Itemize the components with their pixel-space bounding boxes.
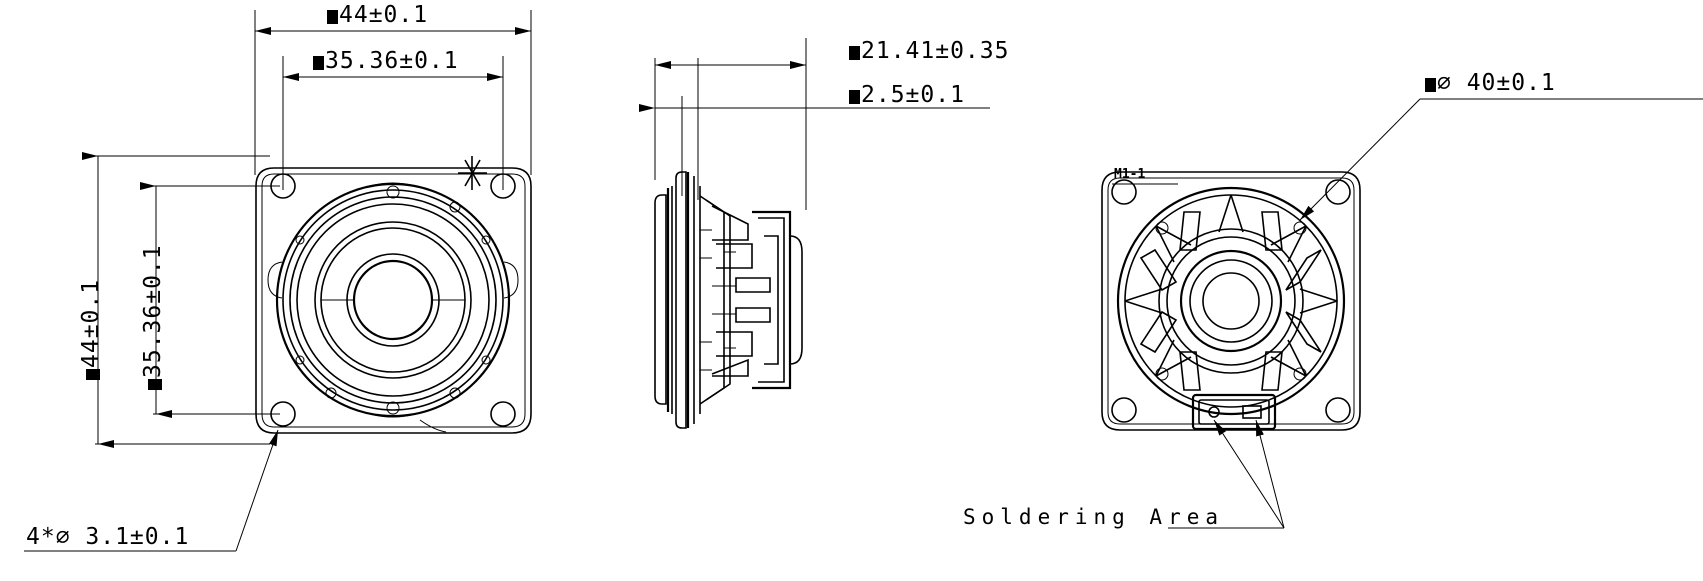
side-flange-body — [675, 171, 687, 429]
dim-side-flange-thickness: 2.5±0.1 — [849, 84, 965, 107]
front-frame-inner-outline — [261, 173, 526, 428]
basket-tab-left — [267, 261, 283, 299]
rear-pole-ring — [1189, 259, 1273, 343]
rear-magnet-ring — [1166, 236, 1296, 366]
dim-front-width-inner: 35.36±0.1 — [313, 50, 459, 73]
basket-dot-6 — [325, 387, 337, 399]
basket-screw-top — [386, 185, 400, 199]
rear-diameter-leader-angled — [1299, 98, 1421, 221]
solder-pad-2 — [1242, 405, 1262, 419]
front-basket-ring1 — [282, 189, 504, 411]
rear-spokes — [1124, 194, 1338, 377]
front-frame-outline — [255, 167, 532, 434]
rear-rib-blocks — [1139, 211, 1322, 391]
rear-basket-outer — [1116, 186, 1346, 416]
basket-dot-5 — [449, 201, 461, 213]
mount-hole-tl — [270, 173, 296, 199]
rear-vent-3 — [1155, 367, 1169, 381]
basket-screw-bottom — [386, 401, 400, 415]
basket-dot-1 — [295, 235, 305, 245]
rear-vent-1 — [1155, 221, 1169, 235]
rear-pole-piece — [1202, 272, 1260, 330]
rear-mount-hole-tr — [1325, 179, 1351, 205]
side-terminal-upper — [735, 277, 771, 293]
rear-frame-outline — [1101, 171, 1361, 431]
side-basket-taper2 — [705, 199, 731, 401]
rear-magnet-body — [1179, 249, 1283, 353]
side-magnet-inner — [758, 217, 785, 383]
side-magnet-block — [752, 210, 792, 390]
front-basket-outer — [275, 182, 511, 418]
soldering-leader-left — [1213, 419, 1285, 529]
side-back-cap — [789, 235, 803, 365]
square-symbol-icon — [849, 90, 860, 104]
basket-dot-7 — [449, 387, 461, 399]
basket-dot-4 — [481, 355, 491, 365]
hole-callout-leader — [235, 429, 279, 552]
mount-hole-tr — [490, 173, 516, 199]
rear-magnet-outer — [1158, 228, 1304, 374]
rear-frame-inner — [1107, 177, 1355, 425]
rear-terminal-block-inner — [1198, 399, 1270, 425]
rear-mount-hole-br — [1325, 397, 1351, 423]
rear-mount-hole-tl — [1111, 179, 1137, 205]
rear-terminal-block — [1191, 393, 1277, 431]
front-dustcap — [352, 259, 434, 341]
rear-vent-2 — [1293, 221, 1307, 235]
square-symbol-icon — [1425, 78, 1436, 92]
square-symbol-icon — [849, 46, 860, 60]
dim-rear-diameter: ⌀ 40±0.1 — [1425, 72, 1556, 95]
front-view-group — [24, 10, 532, 552]
side-magnet-core — [764, 235, 779, 365]
front-surround-inner — [314, 221, 472, 379]
front-basket-ring2 — [289, 196, 497, 404]
basket-dot-3 — [295, 355, 305, 365]
side-basket-taper — [699, 195, 725, 405]
basket-tab-bottom — [369, 413, 417, 418]
soldering-leader-right — [1255, 419, 1285, 529]
center-cross-marker — [458, 156, 487, 190]
basket-tab-top — [369, 182, 417, 187]
side-view-group — [639, 38, 990, 429]
annotation-soldering-area: Soldering Area — [963, 505, 1225, 529]
dim-front-width-outer: 44±0.1 — [327, 4, 428, 27]
side-cone-mid-lower — [716, 331, 753, 357]
rear-vent-4 — [1293, 367, 1307, 381]
front-surround-outer — [296, 203, 490, 397]
dim-side-depth-total: 21.41±0.35 — [849, 40, 1009, 63]
square-symbol-icon — [313, 56, 324, 70]
mount-hole-bl — [270, 401, 296, 427]
side-terminal-lower — [735, 307, 771, 323]
basket-tab-right — [503, 261, 519, 299]
mount-hole-br — [490, 401, 516, 427]
side-cone-upper — [711, 205, 749, 241]
front-connector-detail — [419, 419, 447, 433]
side-gasket — [654, 194, 667, 405]
front-cone-inner — [346, 253, 440, 347]
rear-mount-hole-bl — [1111, 397, 1137, 423]
dim-hole-callout: 4*⌀ 3.1±0.1 — [26, 524, 190, 550]
side-cone-mid-upper — [716, 243, 753, 269]
side-cone-lower — [711, 358, 749, 377]
solder-pad-1 — [1208, 406, 1220, 418]
basket-dot-2 — [481, 235, 491, 245]
square-symbol-icon — [327, 10, 338, 24]
rear-view-group — [1101, 98, 1703, 529]
